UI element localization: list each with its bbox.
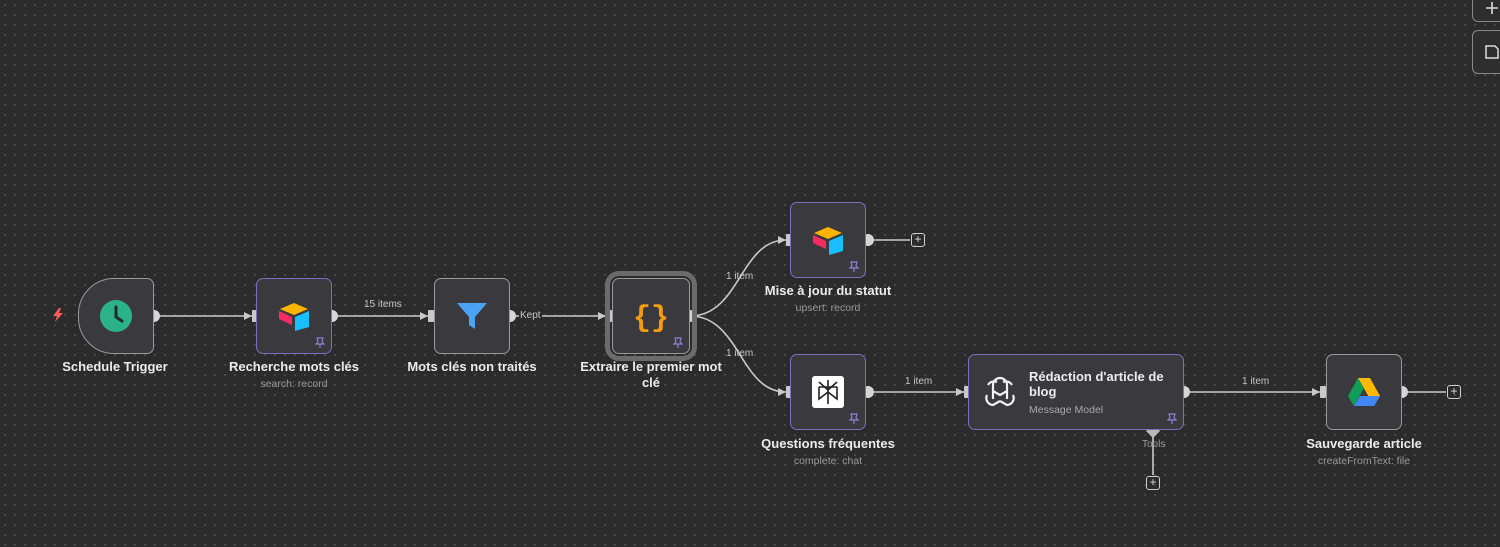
tools-port-label: Tools <box>1142 439 1166 450</box>
redaction-article-node[interactable] <box>968 354 1184 430</box>
recherche-mots-cles-subtitle: search: record <box>260 378 328 390</box>
edge-label-15-items: 15 items <box>364 299 402 310</box>
questions-frequentes-subtitle: complete: chat <box>793 455 863 467</box>
add-node-after-mise-a-jour-button[interactable]: + <box>911 233 925 247</box>
perplexity-icon <box>812 376 844 408</box>
edge-label-1-item-upper: 1 item <box>726 271 754 282</box>
note-icon <box>1485 45 1499 59</box>
recherche-mots-cles-node[interactable] <box>256 278 332 354</box>
airtable-icon <box>279 303 309 331</box>
edge-label-kept: Kept <box>519 310 542 321</box>
clock-icon <box>100 300 132 332</box>
sticky-note-button[interactable] <box>1472 30 1500 74</box>
extraire-premier-mot-cle-title: Extraire le premier mot clé <box>580 359 722 390</box>
edge-label-1-item-lower: 1 item <box>726 348 754 359</box>
mise-a-jour-statut-title: Mise à jour du statut <box>764 283 892 298</box>
google-drive-icon <box>1348 378 1380 406</box>
schedule-trigger-title: Schedule Trigger <box>62 359 168 374</box>
zoom-in-button[interactable] <box>1472 0 1500 22</box>
mise-a-jour-statut-node[interactable] <box>790 202 866 278</box>
mots-cles-non-traites-title: Mots clés non traités <box>407 359 537 374</box>
pin-icon <box>849 413 859 424</box>
mots-cles-non-traites-node[interactable] <box>434 278 510 354</box>
sauvegarde-article-node[interactable] <box>1326 354 1402 430</box>
openai-icon <box>985 376 1015 407</box>
sauvegarde-article-subtitle: createFromText: file <box>1317 455 1411 467</box>
pin-icon <box>849 261 859 272</box>
sauvegarde-article-title: Sauvegarde article <box>1306 436 1422 451</box>
pin-icon <box>673 337 683 348</box>
redaction-article-title: Rédaction d'article de blog <box>1029 369 1164 399</box>
questions-frequentes-title: Questions fréquentes <box>761 436 895 451</box>
edge-label-1-item-mid: 1 item <box>905 376 933 387</box>
add-tool-button[interactable]: + <box>1146 476 1160 490</box>
plus-icon <box>1486 2 1498 14</box>
svg-text:{}: {} <box>633 302 669 333</box>
wire-extraire-questions <box>689 315 787 393</box>
wire-extraire-mise <box>689 239 787 317</box>
edge-label-1-item-right: 1 item <box>1242 376 1270 387</box>
pin-icon <box>315 337 325 348</box>
add-node-after-sauvegarde-button[interactable]: + <box>1447 385 1461 399</box>
lightning-icon <box>53 308 63 322</box>
extraire-premier-mot-cle-node[interactable]: {} <box>605 271 697 361</box>
recherche-mots-cles-title: Recherche mots clés <box>228 359 360 374</box>
pin-icon <box>1167 413 1177 424</box>
airtable-icon <box>813 227 843 255</box>
mise-a-jour-statut-subtitle: upsert: record <box>795 302 861 314</box>
schedule-trigger-node[interactable] <box>78 278 154 354</box>
code-braces-icon: {} <box>633 302 669 333</box>
filter-icon <box>457 303 487 329</box>
questions-frequentes-node[interactable] <box>790 354 866 430</box>
redaction-article-subtitle: Message Model <box>1029 404 1104 416</box>
